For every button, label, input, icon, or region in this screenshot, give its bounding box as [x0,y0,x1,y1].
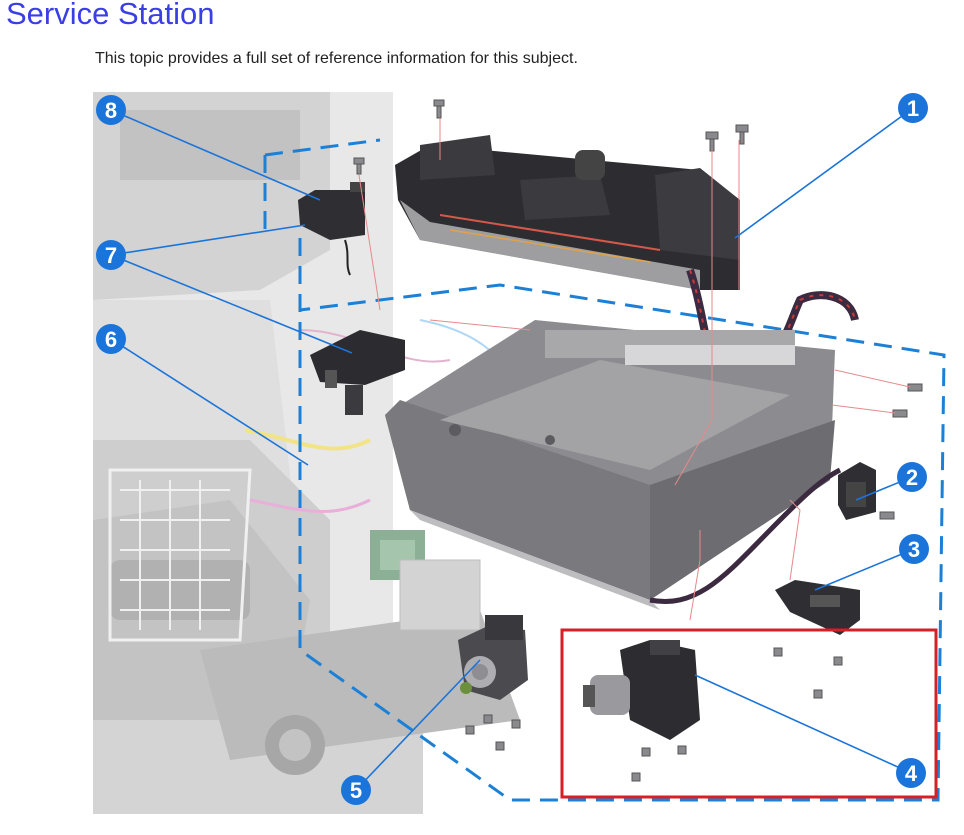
callout-badge-3: 3 [899,534,929,564]
callout-number-4: 4 [905,761,918,786]
highlight-box [560,628,938,799]
part-1-top-cover [395,135,740,290]
callout-badge-8: 8 [96,95,126,125]
callout-badge-2: 2 [897,462,927,492]
leader-lines [110,107,915,791]
callout-number-6: 6 [105,327,117,352]
callout-number-2: 2 [906,465,918,490]
assembly-guide-lines [358,118,911,621]
screws [353,99,923,782]
page-title: Service Station [6,0,215,31]
callout-number-8: 8 [105,98,117,123]
part-8-sensor [298,182,365,276]
part-3-bracket-module [775,580,860,635]
callout-number-5: 5 [350,778,362,803]
part-2-small-module [838,462,876,520]
exploded-parts-diagram: 1 2 3 4 5 6 7 8 [93,92,951,814]
callout-badge-1: 1 [898,93,928,123]
callout-badge-6: 6 [96,324,126,354]
part-4-motor-assembly [583,640,700,740]
callout-number-7: 7 [105,243,117,268]
callout-badge-7: 7 [96,240,126,270]
part-7-sensor-assembly [310,330,405,415]
callout-number-1: 1 [907,96,919,121]
callout-number-3: 3 [908,537,920,562]
intro-text: This topic provides a full set of refere… [95,50,578,67]
dashed-boundary-line [264,138,946,802]
callout-badge-5: 5 [341,775,371,805]
metal-chassis-tray [385,320,842,610]
part-5-motor [458,615,528,700]
callout-badge-4: 4 [896,758,926,788]
